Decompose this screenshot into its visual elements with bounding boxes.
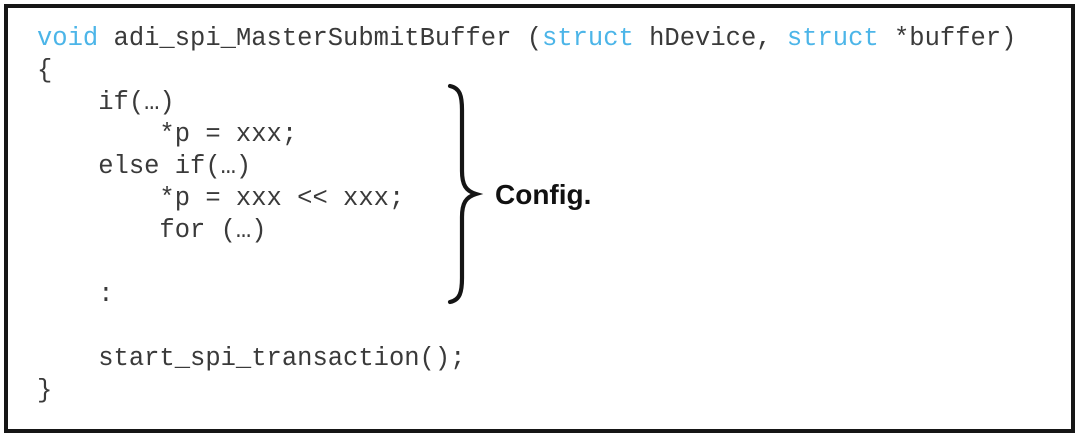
code-line: { xyxy=(37,55,1016,87)
code-line: for (…) xyxy=(37,215,1016,247)
code-line: void adi_spi_MasterSubmitBuffer (struct … xyxy=(37,23,1016,55)
code-text: : xyxy=(37,280,114,309)
config-annotation-label: Config. xyxy=(495,179,592,210)
code-line: start_spi_transaction(); xyxy=(37,343,1016,375)
code-line: *p = xxx; xyxy=(37,119,1016,151)
code-panel: void adi_spi_MasterSubmitBuffer (struct … xyxy=(4,4,1075,433)
code-text: } xyxy=(37,376,53,405)
code-keyword: struct xyxy=(542,24,634,53)
code-text: if(…) xyxy=(37,88,175,117)
code-line: if(…) xyxy=(37,87,1016,119)
code-block: void adi_spi_MasterSubmitBuffer (struct … xyxy=(8,8,1016,407)
code-text: { xyxy=(37,56,53,85)
code-keyword: struct xyxy=(786,24,879,53)
code-line xyxy=(37,311,1016,343)
code-line: } xyxy=(37,375,1016,407)
code-text: adi_spi_MasterSubmitBuffer ( xyxy=(98,24,542,53)
code-text: *buffer) xyxy=(878,24,1017,53)
right-curly-brace-icon xyxy=(447,83,484,305)
code-line: *p = xxx << xxx; xyxy=(37,183,1016,215)
code-text: hDevice, xyxy=(633,24,787,53)
code-text: else if(…) xyxy=(37,152,252,181)
code-keyword: void xyxy=(37,24,99,53)
code-line xyxy=(37,247,1016,279)
grouping-brace xyxy=(444,83,484,305)
code-line: else if(…) xyxy=(37,151,1016,183)
code-text: *p = xxx; xyxy=(37,120,298,149)
code-text: start_spi_transaction(); xyxy=(37,344,466,373)
code-text: for (…) xyxy=(37,216,267,245)
code-line: : xyxy=(37,279,1016,311)
code-text: *p = xxx << xxx; xyxy=(37,184,405,213)
